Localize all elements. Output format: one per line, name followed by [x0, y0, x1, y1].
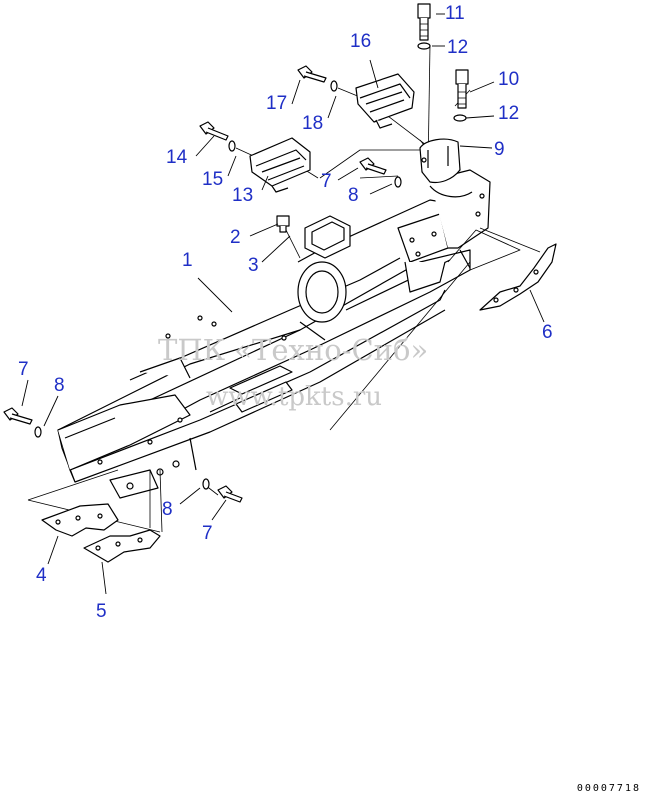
watermark-company: ТПК «Техно-Сиб»: [158, 333, 429, 367]
pad-16: [355, 73, 415, 129]
callout-3: 3: [248, 255, 259, 276]
drawing-number: 00007718: [576, 783, 641, 794]
washer-18: [330, 80, 338, 92]
guard-4: [41, 503, 119, 537]
washer-12-right: [453, 114, 467, 122]
callout-2: 2: [230, 227, 241, 248]
callout-12-top: 12: [447, 37, 469, 58]
bolt-7-top: [359, 157, 387, 175]
bolt-14: [199, 121, 229, 141]
bolt-11: [417, 3, 431, 41]
callout-4: 4: [36, 565, 47, 586]
callout-11: 11: [445, 3, 465, 24]
leader-lines: [21, 13, 545, 595]
callout-8-top: 8: [348, 185, 359, 206]
track-frame: [57, 169, 491, 499]
callout-10: 10: [498, 69, 520, 90]
callout-7-top: 7: [321, 171, 332, 192]
callout-8-left: 8: [54, 375, 65, 396]
callout-5: 5: [96, 601, 107, 622]
watermark-url: www.tpkts.ru: [206, 382, 383, 412]
washer-12-top: [417, 42, 431, 50]
callout-16: 16: [350, 31, 372, 52]
callout-1: 1: [182, 250, 193, 271]
washer-8-bottom: [202, 478, 210, 490]
bolt-7-bottom: [217, 485, 243, 503]
pad-13: [249, 137, 311, 193]
washer-8-top: [394, 176, 402, 188]
callout-7-left: 7: [18, 359, 29, 380]
guard-6: [479, 243, 557, 311]
guard-5: [83, 529, 161, 563]
callout-12-right: 12: [498, 103, 520, 124]
callout-8-bottom: 8: [162, 499, 173, 520]
fitting-2: [276, 215, 290, 233]
washer-8-left: [34, 426, 42, 438]
bolt-17: [297, 65, 327, 83]
callout-18: 18: [302, 113, 324, 134]
bracket-9: [419, 138, 461, 184]
callout-14: 14: [166, 147, 188, 168]
callout-7-bottom: 7: [202, 523, 213, 544]
bolt-10: [455, 69, 469, 109]
callout-9: 9: [494, 139, 505, 160]
bolt-7-left: [3, 407, 33, 425]
callout-15: 15: [202, 169, 224, 190]
callout-17: 17: [266, 93, 288, 114]
callout-13: 13: [232, 185, 254, 206]
callout-6: 6: [542, 322, 553, 343]
washer-15: [228, 140, 236, 152]
